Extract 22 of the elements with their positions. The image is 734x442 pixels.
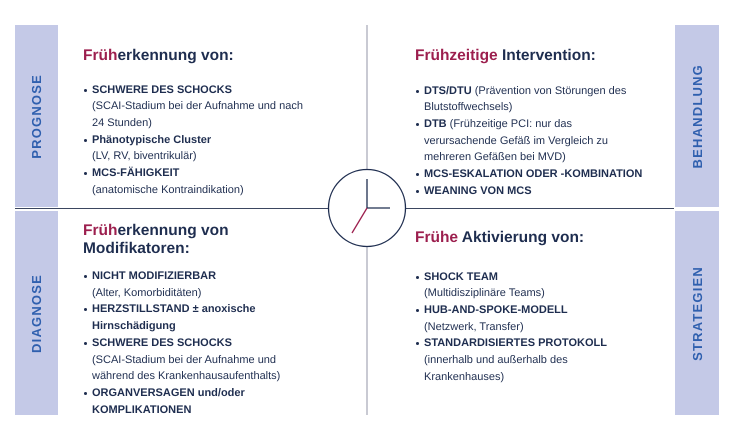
bullet-item: DTB (Frühzeitige PCI: nur das verursachende Gefäß im Vergleich zu mehreren Gefäßen bei MVD) <box>415 116 644 166</box>
bullet-item: SHOCK TEAM (Multidisziplinäre Teams) <box>415 268 644 302</box>
bullet-item: STANDARDISIERTES PROTOKOLL (innerhalb und außerhalb des Krankenhauses) <box>415 335 644 386</box>
category-band: STRATEGIEN <box>675 211 719 415</box>
bullet-item: SCHWERE DES SCHOCKS (SCAI-Stadium bei der Aufnahme und während des Krankenhausaufenthalts) <box>83 334 312 385</box>
quadrant-heading: Frühe Aktivierung von: <box>415 229 586 246</box>
bullet-item: HERZSTILLSTAND ± anoxische Hirnschädigung <box>83 301 312 335</box>
category-band: DIAGNOSE <box>15 211 58 415</box>
bullet-item: NICHT MODIFIZIERBAR (Alter, Komorbiditäten) <box>83 268 312 302</box>
bullet-item: ORGANVERSAGEN und/oder KOMPLIKATIONEN <box>83 384 312 418</box>
category-band: PROGNOSE <box>15 25 58 207</box>
bullet-item: WEANING VON MCS <box>415 182 644 200</box>
bullet-item: Phänotypische Cluster (LV, RV, biventrikulär) <box>83 132 312 166</box>
bullet-item: DTS/DTU (Prävention von Störungen des Blutstoffwechsels) <box>415 82 644 116</box>
quadrant-heading: Frühzeitige Intervention: <box>415 47 597 64</box>
bullet-item: SCHWERE DES SCHOCKS (SCAI-Stadium bei der Aufnahme und nach 24 Stunden) <box>83 82 312 132</box>
category-band: BEHANDLUNG <box>675 25 719 207</box>
bullet-item: MCS-FÄHIGKEIT (anatomische Kontraindikation) <box>83 165 312 198</box>
bullet-item: HUB-AND-SPOKE-MODELL (Netzwerk, Transfer) <box>415 302 644 336</box>
quadrant-heading: Früherkennung von Modifikatoren: <box>83 222 230 257</box>
quadrant-heading: Früherkennung von: <box>83 47 235 64</box>
bullet-item: MCS-ESKALATION ODER -KOMBINATION <box>415 166 644 183</box>
